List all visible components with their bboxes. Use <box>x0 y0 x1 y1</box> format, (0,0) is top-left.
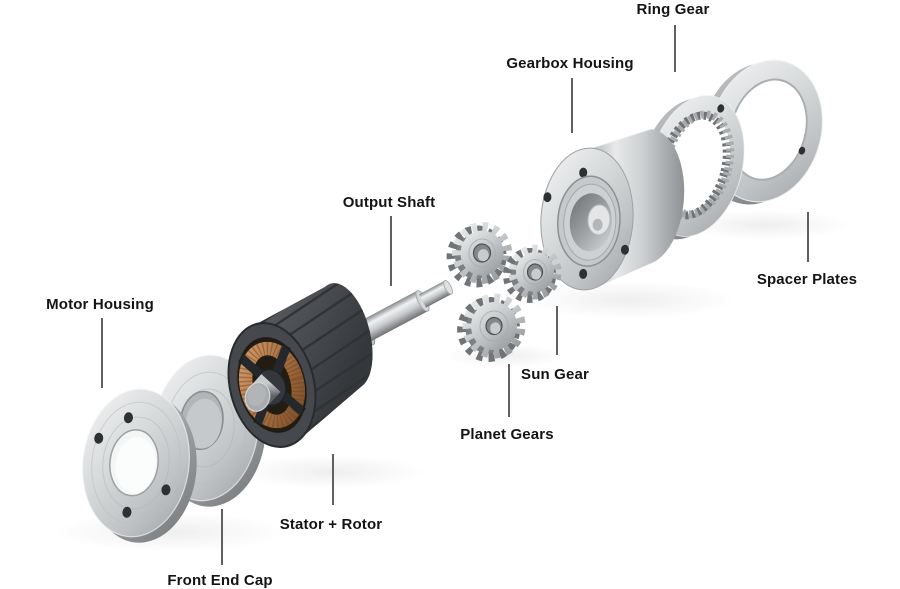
leader-gearbox-housing <box>571 78 573 133</box>
label-planet-gears: Planet Gears <box>460 426 554 443</box>
label-stator-rotor: Stator + Rotor <box>279 516 383 533</box>
leader-motor-housing <box>101 318 103 388</box>
leader-front-end-cap <box>221 509 223 565</box>
part-motor-housing <box>82 388 197 543</box>
part-planet-gear-1 <box>446 222 513 288</box>
label-front-end-cap: Front End Cap <box>167 572 273 589</box>
leader-spacer-plates <box>807 212 809 262</box>
leader-stator-rotor <box>332 454 334 505</box>
label-motor-housing: Motor Housing <box>46 296 154 313</box>
part-stator-rotor <box>227 283 373 448</box>
leader-ring-gear <box>674 25 676 72</box>
label-sun-gear: Sun Gear <box>521 366 589 383</box>
label-gearbox-housing: Gearbox Housing <box>506 55 634 72</box>
part-gearbox-housing <box>540 128 685 291</box>
leader-sun-gear <box>556 306 558 355</box>
leader-planet-gears <box>508 364 510 417</box>
label-spacer-plates: Spacer Plates <box>756 271 858 288</box>
part-planet-gear-2 <box>457 293 526 362</box>
leader-output-shaft <box>390 216 392 286</box>
label-ring-gear: Ring Gear <box>636 1 710 18</box>
label-output-shaft: Output Shaft <box>342 194 436 211</box>
